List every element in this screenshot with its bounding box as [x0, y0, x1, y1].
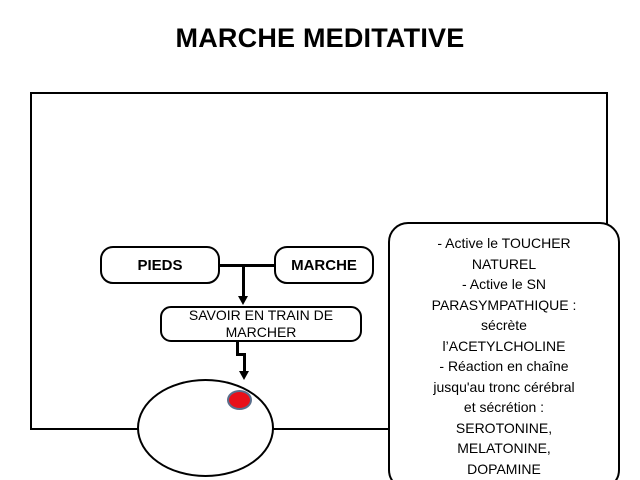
red-marker-dot: [227, 390, 252, 410]
note-panel-text: - Active le TOUCHER NATUREL - Active le …: [431, 235, 577, 477]
node-pieds-label: PIEDS: [137, 256, 183, 274]
page-title: MARCHE MEDITATIVE: [175, 23, 465, 53]
connector-junction-to-savoir: [242, 264, 245, 297]
arrowhead-to-head: [238, 371, 249, 380]
arrowhead-to-savoir: [237, 296, 248, 305]
connector-savoir-to-head-segment-a: [236, 341, 239, 355]
node-marche[interactable]: MARCHE: [274, 246, 374, 284]
connector-pieds-marche: [220, 264, 274, 267]
connector-savoir-to-head-jog: [236, 353, 246, 356]
content-frame: PIEDS MARCHE SAVOIR EN TRAIN DE MARCHER …: [30, 92, 620, 480]
connector-savoir-to-head-segment-b: [243, 353, 246, 373]
note-panel[interactable]: - Active le TOUCHER NATUREL - Active le …: [388, 222, 620, 480]
head-ellipse-shape: [137, 379, 274, 477]
node-savoir-label: SAVOIR EN TRAIN DE MARCHER: [188, 307, 334, 340]
node-marche-label: MARCHE: [291, 256, 357, 274]
node-pieds[interactable]: PIEDS: [100, 246, 220, 284]
node-savoir-en-train-de-marcher[interactable]: SAVOIR EN TRAIN DE MARCHER: [160, 306, 362, 342]
